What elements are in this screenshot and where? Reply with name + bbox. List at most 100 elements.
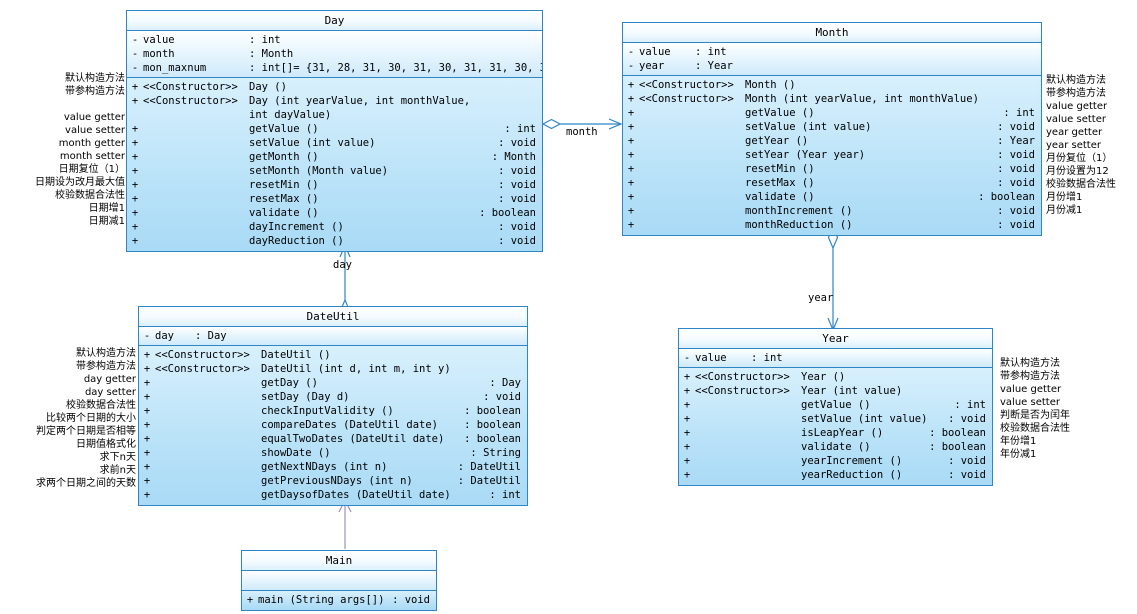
class-box-month[interactable]: Month - value : int - year : Year + <<Co… <box>622 22 1042 236</box>
operation-return: : void <box>498 193 536 205</box>
class-box-main[interactable]: Main + main (String args[]) : void <box>241 550 437 611</box>
note-line: year setter <box>1046 140 1101 151</box>
operation-row: + getValue () : int <box>623 106 1041 120</box>
operation-row: + dayReduction () : void <box>127 234 542 248</box>
operation-row: + getValue () : int <box>679 398 992 412</box>
visibility-marker: + <box>131 137 139 149</box>
class-box-year[interactable]: Year - value : int + <<Constructor>> Yea… <box>678 328 993 486</box>
visibility-marker: + <box>683 413 691 425</box>
class-box-day[interactable]: Day - value : int - month : Month - mon_… <box>126 10 543 252</box>
operation-signature: resetMin () <box>745 163 815 175</box>
operation-stereotype: <<Constructor>> <box>143 95 238 107</box>
visibility-marker: + <box>131 81 139 93</box>
operation-return: : void <box>997 149 1035 161</box>
operation-signature: getDaysofDates (DateUtil date) <box>261 489 451 501</box>
operation-return: : void <box>997 219 1035 231</box>
operation-signature: Month () <box>745 79 796 91</box>
class-box-dateutil[interactable]: DateUtil - day : Day + <<Constructor>> D… <box>138 306 528 506</box>
operation-signature: yearReduction () <box>801 469 903 481</box>
operation-row: + <<Constructor>> Year (int value) <box>679 384 992 398</box>
operation-signature: int dayValue) <box>249 109 332 121</box>
operation-signature: compareDates (DateUtil date) <box>261 419 439 431</box>
visibility-marker: + <box>627 121 635 133</box>
class-title-year: Year <box>679 329 992 349</box>
visibility-marker: + <box>627 135 635 147</box>
note-line: day getter <box>83 374 136 385</box>
operation-signature: validate () <box>249 207 319 219</box>
operation-row: + setValue (int value) : void <box>127 136 542 150</box>
visibility-marker: + <box>131 207 139 219</box>
note-line: 默认构造方法 <box>1000 358 1060 369</box>
class-attributes-main <box>242 571 436 591</box>
visibility-marker: + <box>627 205 635 217</box>
operation-return: : boolean <box>929 441 986 453</box>
edge-label-day: day <box>333 259 352 271</box>
operation-row: + yearIncrement () : void <box>679 454 992 468</box>
visibility-marker: - <box>627 46 635 58</box>
operation-return: : String <box>470 447 521 459</box>
operation-signature: monthIncrement () <box>745 205 853 217</box>
note-line: 年份增1 <box>1000 436 1037 447</box>
edge-main-dependency[interactable] <box>338 498 352 549</box>
operation-row: + getNextNDays (int n) : DateUtil <box>139 460 527 474</box>
operation-row: + getYear () : Year <box>623 134 1041 148</box>
operation-row: + validate () : boolean <box>623 190 1041 204</box>
operation-row: + checkInputValidity () : boolean <box>139 404 527 418</box>
operation-return: : void <box>948 413 986 425</box>
note-line: 月份增1 <box>1046 192 1083 203</box>
visibility-marker: + <box>131 193 139 205</box>
operation-return: : boolean <box>479 207 536 219</box>
operation-return: : void <box>498 137 536 149</box>
operation-signature: main (String args[]) <box>258 594 385 606</box>
operation-return: : Day <box>489 377 521 389</box>
attribute-name: value <box>695 352 727 364</box>
operation-return: : Year <box>997 135 1035 147</box>
operation-signature: getYear () <box>745 135 809 147</box>
class-title-dateutil: DateUtil <box>139 307 527 327</box>
attribute-type: : int[] <box>249 62 294 74</box>
attribute-name: mon_maxnum <box>143 62 207 74</box>
note-line: value getter <box>1000 384 1062 395</box>
visibility-marker: - <box>143 330 151 342</box>
operation-row: + getMonth () : Month <box>127 150 542 164</box>
attribute-row: - day : Day <box>139 329 527 343</box>
operation-row: + yearReduction () : void <box>679 468 992 482</box>
operation-return: : void <box>997 205 1035 217</box>
visibility-marker: + <box>683 469 691 481</box>
edge-label-year: year <box>808 292 834 304</box>
attribute-type: : int <box>751 352 783 364</box>
class-operations-main: + main (String args[]) : void <box>242 591 436 610</box>
operation-return: : void <box>948 455 986 467</box>
operation-row: + resetMax () : void <box>623 176 1041 190</box>
operation-return: : DateUtil <box>457 461 521 473</box>
operation-return: : void <box>997 177 1035 189</box>
visibility-marker: + <box>143 475 151 487</box>
attribute-row: - value : int <box>679 351 992 365</box>
edge-year[interactable] <box>827 225 839 332</box>
visibility-marker: + <box>143 447 151 459</box>
class-title-month: Month <box>623 23 1041 43</box>
operation-stereotype: <<Constructor>> <box>695 385 790 397</box>
visibility-marker: + <box>131 151 139 163</box>
operation-row: + getDay () : Day <box>139 376 527 390</box>
operation-signature: resetMax () <box>249 193 319 205</box>
visibility-marker: + <box>683 399 691 411</box>
class-operations-year: + <<Constructor>> Year () + <<Constructo… <box>679 368 992 485</box>
attribute-type: : int <box>695 46 727 58</box>
operation-signature: setValue (int value) <box>249 137 376 149</box>
class-attributes-month: - value : int - year : Year <box>623 43 1041 76</box>
operation-row: + <<Constructor>> Month () <box>623 78 1041 92</box>
operation-signature: getNextNDays (int n) <box>261 461 388 473</box>
note-line: 默认构造方法 <box>65 73 125 84</box>
attribute-type: : Month <box>249 48 294 60</box>
visibility-marker: - <box>131 48 139 60</box>
note-line: 月份设置为12 <box>1046 166 1109 177</box>
operation-row: + <<Constructor>> Day () <box>127 80 542 94</box>
operation-signature: validate () <box>745 191 815 203</box>
visibility-marker: + <box>143 461 151 473</box>
attribute-row: - value : int <box>623 45 1041 59</box>
note-line-blank <box>0 98 125 111</box>
operation-signature: getValue () <box>801 399 871 411</box>
notes-day: 默认构造方法 带参构造方法 value getter value setter … <box>0 72 125 228</box>
